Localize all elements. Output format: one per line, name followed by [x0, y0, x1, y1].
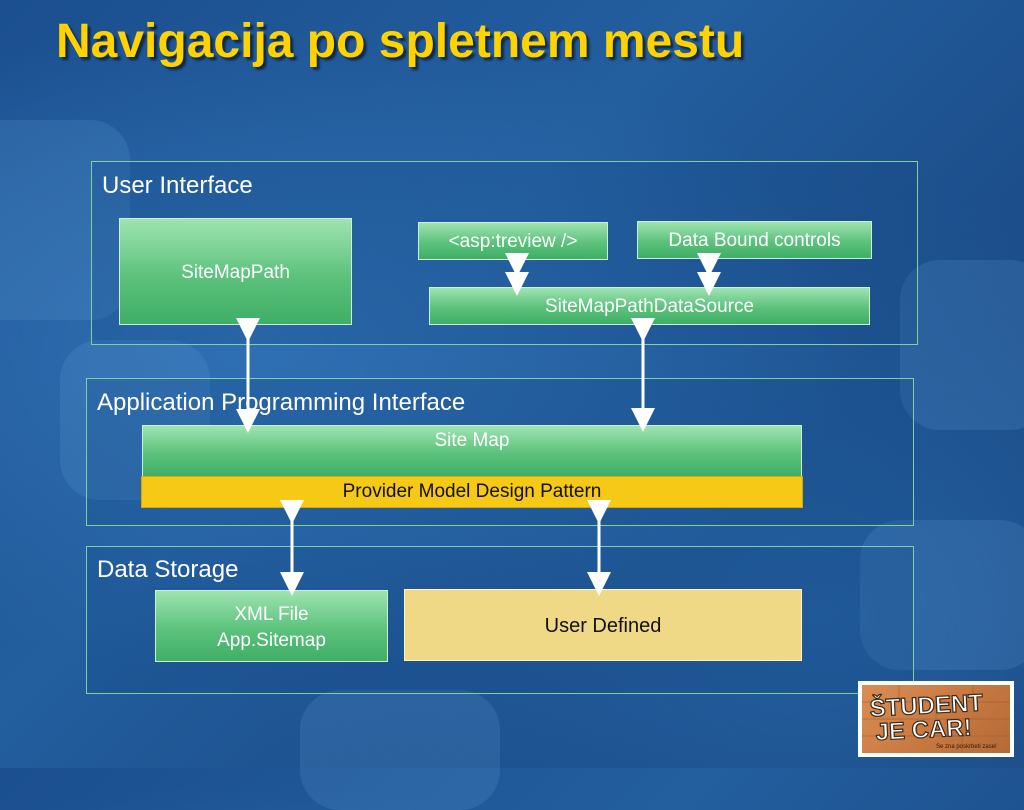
logo-tagline: Se zna poskrbeti zase! [936, 744, 997, 750]
user-defined-label: User Defined [544, 615, 662, 637]
logo-graphic: ŠTUDENT JE CAR! Se zna poskrbeti zase! [862, 685, 1010, 753]
datasource-label: SiteMapPathDataSource [544, 296, 755, 317]
provider-label: Provider Model Design Pattern [342, 481, 602, 502]
databound-box: Data Bound controls [637, 221, 872, 259]
treeview-label: <asp:treview /> [448, 231, 578, 252]
sitemappath-box: SiteMapPath [119, 218, 352, 325]
sitemap-label: Site Map [434, 430, 510, 451]
user-defined-box: User Defined [404, 589, 802, 661]
xml-file-line2: App.Sitemap [217, 630, 326, 651]
background-tile [860, 520, 1024, 670]
logo-text-line2: JE CAR! [875, 714, 972, 746]
sitemap-box: Site Map [142, 425, 802, 477]
slide-title: Navigacija po spletnem mestu [56, 15, 745, 68]
student-je-car-logo: ŠTUDENT JE CAR! Se zna poskrbeti zase! [858, 681, 1014, 757]
background-tile [0, 120, 130, 320]
logo-text-line1: ŠTUDENT [869, 689, 984, 723]
databound-label: Data Bound controls [668, 230, 841, 251]
xml-file-box: XML File App.Sitemap [155, 590, 388, 662]
background-tile [900, 260, 1024, 430]
provider-bar: Provider Model Design Pattern [141, 476, 803, 508]
api-panel-label: Application Programming Interface [97, 389, 466, 416]
ui-panel-label: User Interface [102, 172, 253, 199]
storage-panel-label: Data Storage [97, 556, 239, 583]
connector-arrows [236, 253, 721, 596]
xml-file-line1: XML File [234, 604, 309, 625]
sitemappath-label: SiteMapPath [181, 262, 290, 283]
